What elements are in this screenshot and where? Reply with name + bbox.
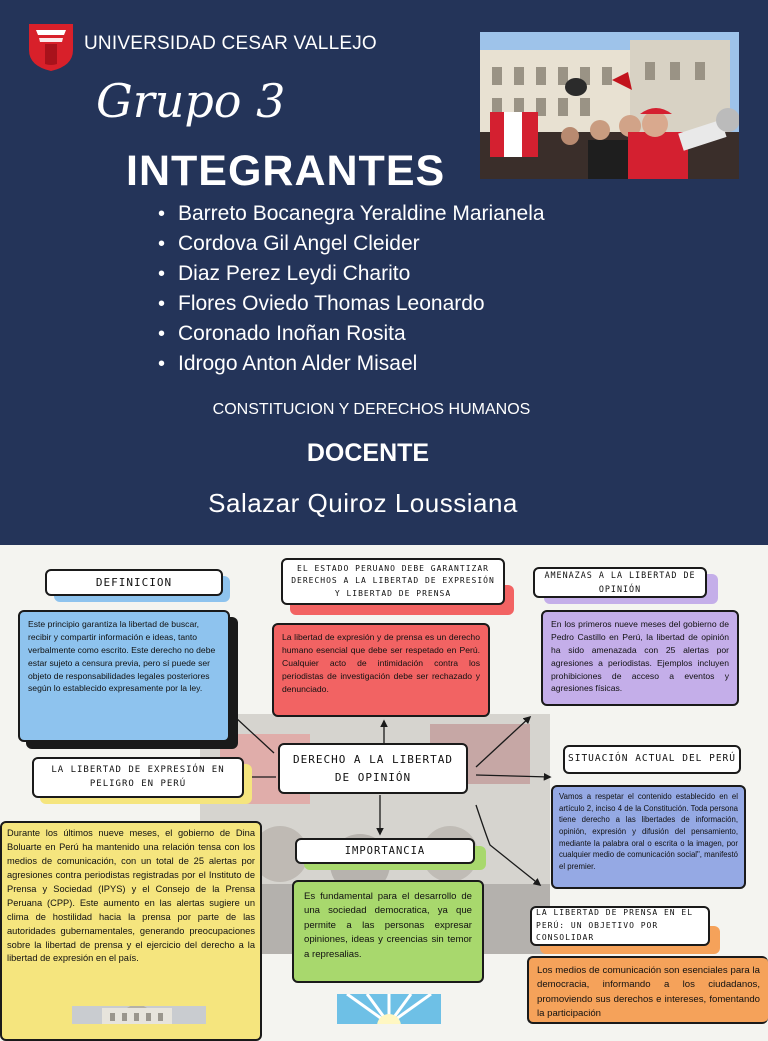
- importancia-note: Es fundamental para el desarrollo de una…: [292, 880, 484, 983]
- definicion-title: DEFINICION: [45, 569, 223, 596]
- members-title: INTEGRANTES: [126, 147, 446, 195]
- university-name: UNIVERSIDAD CESAR VALLEJO: [84, 33, 377, 54]
- course-name: CONSTITUCION Y DERECHOS HUMANOS: [212, 401, 531, 418]
- amenazas-title: AMENAZAS A LA LIBERTAD DE OPINIÓN: [533, 567, 707, 598]
- estado-note: La libertad de expresión y de prensa es …: [272, 623, 490, 717]
- protest-photo: [480, 32, 739, 179]
- list-item: Flores Oviedo Thomas Leonardo: [158, 289, 545, 319]
- importancia-title: IMPORTANCIA: [295, 838, 475, 864]
- peligro-title: LA LIBERTAD DE EXPRESIÓN EN PELIGRO EN P…: [32, 757, 244, 798]
- situacion-note: Vamos a respetar el contenido establecid…: [551, 785, 746, 889]
- center-topic: DERECHO A LA LIBERTAD DE OPINIÓN: [278, 743, 468, 794]
- members-list: Barreto Bocanegra Yeraldine Marianela Co…: [158, 199, 545, 379]
- definicion-note: Este principio garantiza la libertad de …: [18, 610, 230, 742]
- list-item: Cordova Gil Angel Cleider: [158, 229, 545, 259]
- teacher-label: DOCENTE: [306, 439, 430, 467]
- peligro-note: Durante los últimos nueve meses, el gobi…: [0, 821, 262, 1041]
- ucv-shield-logo-icon: [29, 24, 73, 71]
- amenazas-note: En los primeros nueve meses del gobierno…: [541, 610, 739, 706]
- list-item: Diaz Perez Leydi Charito: [158, 259, 545, 289]
- teacher-name: Salazar Quiroz Loussiana: [208, 488, 518, 518]
- sun-illustration: [337, 994, 441, 1024]
- situacion-title: SITUACIÓN ACTUAL DEL PERÚ: [563, 745, 741, 774]
- prensa-title: LA LIBERTAD DE PRENSA EN EL PERÚ: UN OBJ…: [530, 906, 710, 946]
- estado-title: EL ESTADO PERUANO DEBE GARANTIZAR DERECH…: [281, 558, 505, 605]
- prensa-note: Los medios de comunicación son esenciale…: [527, 956, 768, 1024]
- header-section: UNIVERSIDAD CESAR VALLEJO Grupo 3 INTEGR…: [0, 0, 768, 545]
- building-photo: [72, 1006, 206, 1024]
- list-item: Idrogo Anton Alder Misael: [158, 349, 545, 379]
- group-title: Grupo 3: [96, 74, 286, 128]
- list-item: Barreto Bocanegra Yeraldine Marianela: [158, 199, 545, 229]
- list-item: Coronado Inoñan Rosita: [158, 319, 545, 349]
